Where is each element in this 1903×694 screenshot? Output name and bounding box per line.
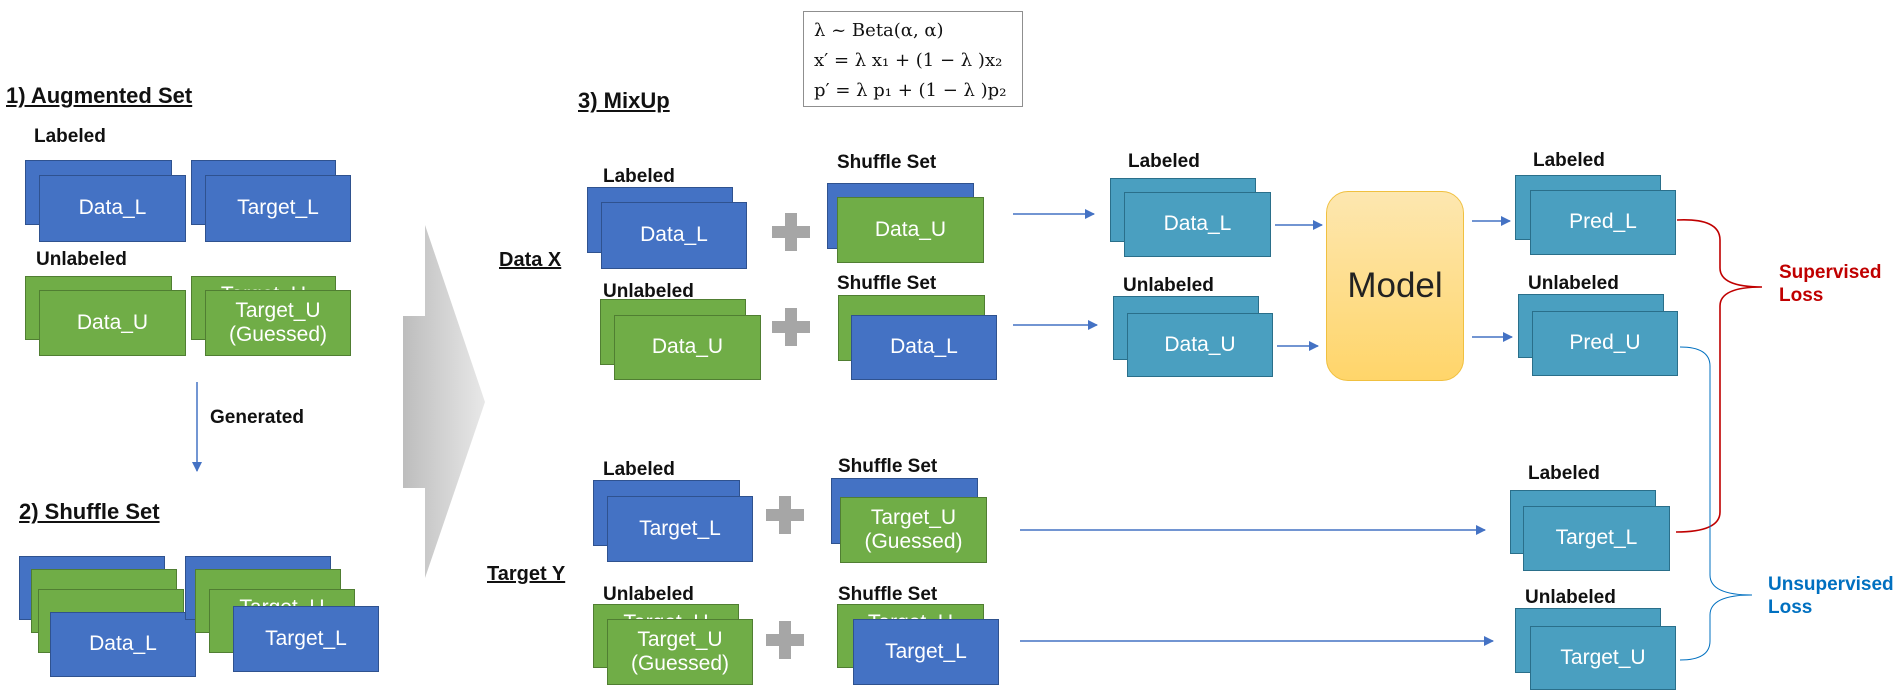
mixup-row3-labeled-label: Labeled xyxy=(603,459,675,480)
supervised-loss-bracket xyxy=(1675,219,1763,533)
data-x-heading: Data X xyxy=(499,249,562,271)
mixup-formula: λ ~ Beta(α, α) x′ = λ x₁ + (1 − λ )x₂ p′… xyxy=(803,11,1023,107)
mixup-row3-target-l-box: Target_L xyxy=(607,496,753,562)
mixup-row2-shuffle-label: Shuffle Set xyxy=(837,273,937,294)
shuffle-set-heading: 2) Shuffle Set xyxy=(19,499,160,524)
target-unlabeled-label: Unlabeled xyxy=(1525,587,1616,608)
formula-line-3: p′ = λ p₁ + (1 − λ )p₂ xyxy=(814,80,1007,101)
mixup-row1-labeled-label: Labeled xyxy=(603,166,675,187)
mixed-data-u-box: Data_U xyxy=(1127,313,1273,377)
mixed-labeled-label: Labeled xyxy=(1128,151,1200,172)
augmented-set-heading: 1) Augmented Set xyxy=(6,83,193,108)
generated-label: Generated xyxy=(210,407,304,428)
mixup-row3-shuffle-target-u-box: Target_U (Guessed) xyxy=(840,497,987,563)
plus-icon xyxy=(772,213,810,251)
mixed-unlabeled-label: Unlabeled xyxy=(1123,275,1214,296)
mixup-row4-shuffle-label: Shuffle Set xyxy=(838,584,938,605)
pred-u-box: Pred_U xyxy=(1532,311,1678,376)
mixed-data-l-box: Data_L xyxy=(1124,192,1271,257)
target-y-heading: Target Y xyxy=(487,563,566,585)
transition-chevron xyxy=(403,225,485,578)
augmented-labeled-label: Labeled xyxy=(34,126,106,147)
mixup-row1-shuffle-label: Shuffle Set xyxy=(837,152,937,173)
pred-labeled-label: Labeled xyxy=(1533,150,1605,171)
shuffle-target-l-box: Target_L xyxy=(233,606,379,672)
shuffle-data-l-box: Data_L xyxy=(50,612,196,677)
mixup-row4-unlabeled-label: Unlabeled xyxy=(603,584,694,605)
augmented-data-u-box: Data_U xyxy=(39,290,186,356)
mixup-row3-shuffle-label: Shuffle Set xyxy=(838,456,938,477)
plus-icon xyxy=(772,308,810,346)
mixup-row4-target-u-guessed-box: Target_U (Guessed) xyxy=(607,619,753,685)
supervised-loss-label: Supervised Loss xyxy=(1779,262,1882,306)
formula-line-1: λ ~ Beta(α, α) xyxy=(814,20,944,41)
mixup-heading: 3) MixUp xyxy=(578,88,670,113)
model-box: Model xyxy=(1326,191,1464,381)
mixup-row2-unlabeled-label: Unlabeled xyxy=(603,281,694,302)
unsupervised-loss-label: Unsupervised Loss xyxy=(1768,574,1894,618)
mixed-target-u-box: Target_U xyxy=(1530,626,1676,690)
pred-unlabeled-label: Unlabeled xyxy=(1528,273,1619,294)
mixed-target-l-box: Target_L xyxy=(1523,506,1670,571)
plus-icon xyxy=(766,621,804,659)
augmented-target-u-guessed-box: Target_U (Guessed) xyxy=(205,290,351,356)
target-labeled-label: Labeled xyxy=(1528,463,1600,484)
mixup-row1-data-l-box: Data_L xyxy=(601,202,747,269)
mixup-row2-data-u-box: Data_U xyxy=(614,315,761,380)
augmented-data-l-box: Data_L xyxy=(39,175,186,242)
mixup-row4-shuffle-target-l-box: Target_L xyxy=(853,619,999,685)
formula-line-2: x′ = λ x₁ + (1 − λ )x₂ xyxy=(814,50,1003,71)
mixup-row1-shuffle-data-u-box: Data_U xyxy=(837,197,984,263)
plus-icon xyxy=(766,496,804,534)
mixup-row2-shuffle-data-l-box: Data_L xyxy=(851,315,997,380)
unsupervised-loss-bracket xyxy=(1679,346,1753,661)
augmented-target-l-box: Target_L xyxy=(205,175,351,242)
augmented-unlabeled-label: Unlabeled xyxy=(36,249,127,270)
pred-l-box: Pred_L xyxy=(1530,190,1676,255)
